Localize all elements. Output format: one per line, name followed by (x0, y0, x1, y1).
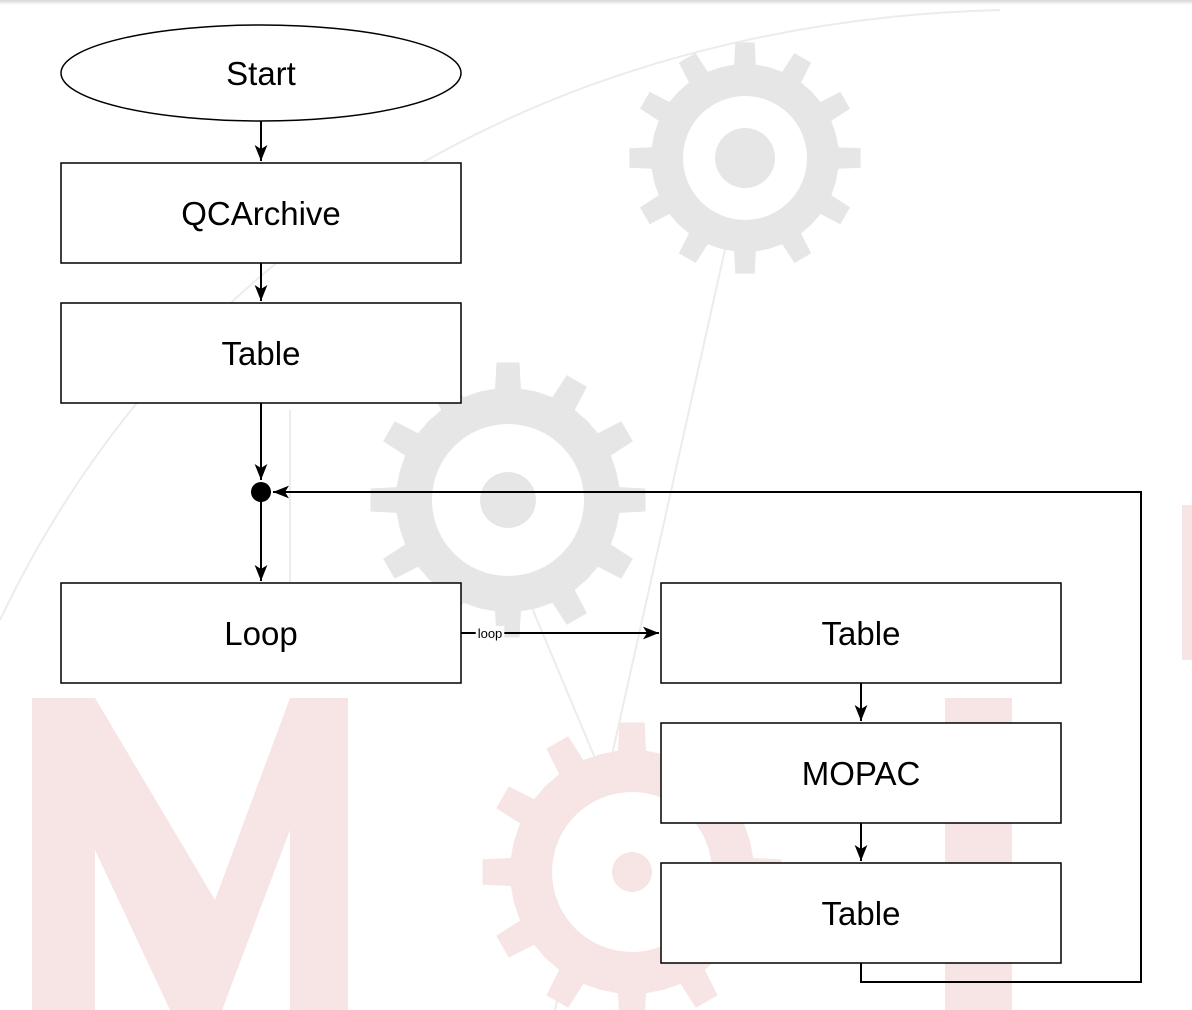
edge-table3-to-join (273, 485, 1142, 983)
background-watermark (0, 9, 1192, 1010)
edge-loop-to-table2: loop (461, 626, 659, 641)
node-table2[interactable]: Table (660, 582, 1062, 684)
node-shape (660, 722, 1062, 824)
node-start[interactable]: Start (60, 24, 462, 122)
node-label: Table (822, 895, 901, 932)
edge-label: loop (478, 626, 503, 641)
node-label: Table (222, 335, 301, 372)
junction-node[interactable] (251, 482, 271, 502)
node-label: QCArchive (181, 195, 341, 232)
node-label: MOPAC (802, 755, 921, 792)
node-shape (60, 24, 462, 122)
node-shape (660, 862, 1062, 964)
node-loop[interactable]: Loop (60, 582, 462, 684)
edges: loop (254, 121, 1142, 983)
window-top-edge (0, 0, 1192, 5)
node-qcarchive[interactable]: QCArchive (60, 162, 462, 264)
node-shape (60, 582, 462, 684)
node-mopac[interactable]: MOPAC (660, 722, 1062, 824)
node-shape (660, 582, 1062, 684)
node-shape (60, 162, 462, 264)
node-shape (60, 302, 462, 404)
edge-line (273, 485, 1142, 983)
node-table1[interactable]: Table (60, 302, 462, 404)
gear-icon (629, 42, 861, 274)
node-label: Table (822, 615, 901, 652)
node-table3[interactable]: Table (660, 862, 1062, 964)
node-label: Start (226, 55, 296, 92)
node-label: Loop (224, 615, 297, 652)
gear-icon (370, 362, 646, 638)
